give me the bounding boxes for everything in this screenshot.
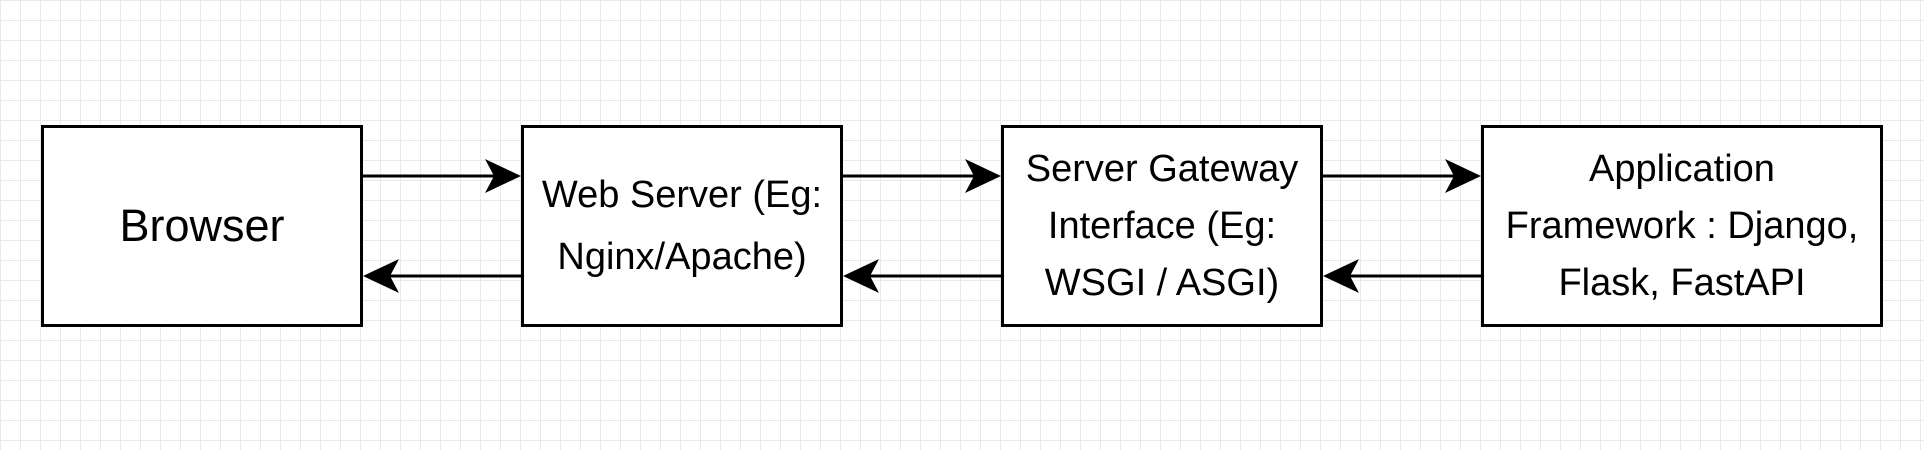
edge-webserver-to-gateway	[843, 159, 1001, 193]
server-gateway-node[interactable]: Server Gateway Interface (Eg: WSGI / ASG…	[1001, 125, 1323, 327]
edge-framework-to-gateway	[1323, 259, 1481, 293]
edge-webserver-to-browser	[363, 259, 521, 293]
edge-browser-to-webserver	[363, 159, 521, 193]
browser-node[interactable]: Browser	[41, 125, 363, 327]
browser-node-label: Browser	[119, 200, 285, 251]
edge-gateway-to-webserver	[843, 259, 1001, 293]
web-server-node-label: Web Server (Eg: Nginx/Apache)	[541, 174, 823, 278]
application-framework-node[interactable]: Application Framework : Django, Flask, F…	[1481, 125, 1883, 327]
application-framework-node-label: Application Framework : Django, Flask, F…	[1505, 147, 1859, 304]
edge-gateway-to-framework	[1323, 159, 1481, 193]
server-gateway-node-label: Server Gateway Interface (Eg: WSGI / ASG…	[1025, 147, 1299, 304]
web-server-node[interactable]: Web Server (Eg: Nginx/Apache)	[521, 125, 843, 327]
